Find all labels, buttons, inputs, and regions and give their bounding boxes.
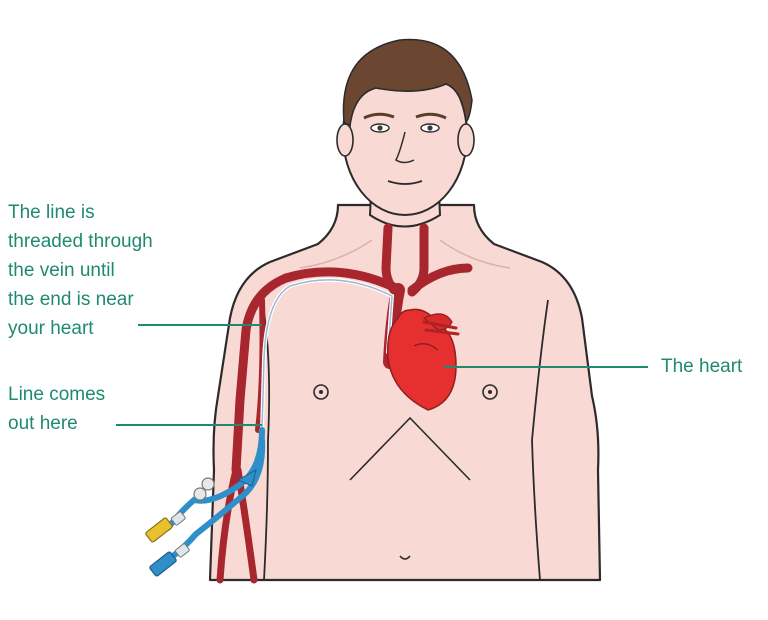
clavicle-right: [439, 239, 511, 269]
label-line-out-2: out here: [8, 413, 78, 434]
nipple-right-dot: [488, 390, 492, 394]
right-armpit-line: [531, 299, 549, 441]
pupil-right: [427, 125, 433, 131]
subclavian-vein-right: [407, 263, 473, 295]
left-arm-contour: [263, 439, 269, 581]
clavicle-left: [299, 239, 373, 269]
hair: [342, 38, 473, 128]
label-line-threaded-1: The line is: [8, 202, 95, 223]
nipple-right: [482, 384, 498, 400]
label-heart: The heart: [661, 352, 742, 381]
ear-right: [457, 123, 475, 157]
label-heart-text: The heart: [661, 356, 743, 377]
arm-vein-upper: [231, 273, 291, 475]
eyebrow-right: [415, 112, 447, 120]
eyebrow-left: [363, 112, 395, 120]
nose: [395, 131, 415, 164]
pupil-left: [377, 125, 383, 131]
catheter-line-icon: [145, 427, 266, 577]
ribcage-line: [349, 416, 471, 481]
nipple-left-dot: [319, 390, 323, 394]
navel: [399, 555, 411, 560]
label-line-threaded-4: the end is near: [8, 289, 134, 310]
label-line-threaded-3: the vein until: [8, 260, 115, 281]
label-line-out: Line comes out here: [8, 380, 105, 438]
ear-left: [336, 123, 354, 157]
nipple-left: [313, 384, 329, 400]
label-line-threaded-5: your heart: [8, 318, 94, 339]
label-line-threaded-2: threaded through: [8, 231, 153, 252]
arm-vein-branch-a: [216, 466, 240, 584]
heart-icon: [386, 308, 460, 411]
label-line-threaded: The line is threaded through the vein un…: [8, 198, 153, 343]
subclavian-vein-left: [281, 267, 401, 293]
catheter-line-core: [261, 279, 393, 431]
mouth: [387, 180, 423, 185]
label-line-out-1: Line comes: [8, 384, 106, 405]
right-arm-contour: [531, 439, 541, 581]
